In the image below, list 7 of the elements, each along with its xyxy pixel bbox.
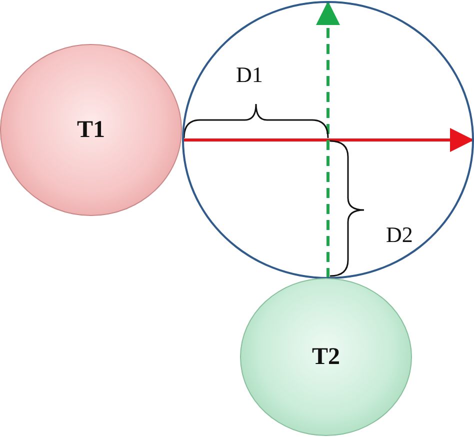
- dimension-label: D1: [236, 62, 263, 88]
- node-label: T2: [312, 344, 340, 370]
- node-label: T1: [76, 116, 105, 144]
- arrow: [316, 1, 340, 278]
- dimension-label: D2: [386, 222, 413, 248]
- circle-outline: [182, 1, 474, 279]
- arrow: [182, 128, 474, 152]
